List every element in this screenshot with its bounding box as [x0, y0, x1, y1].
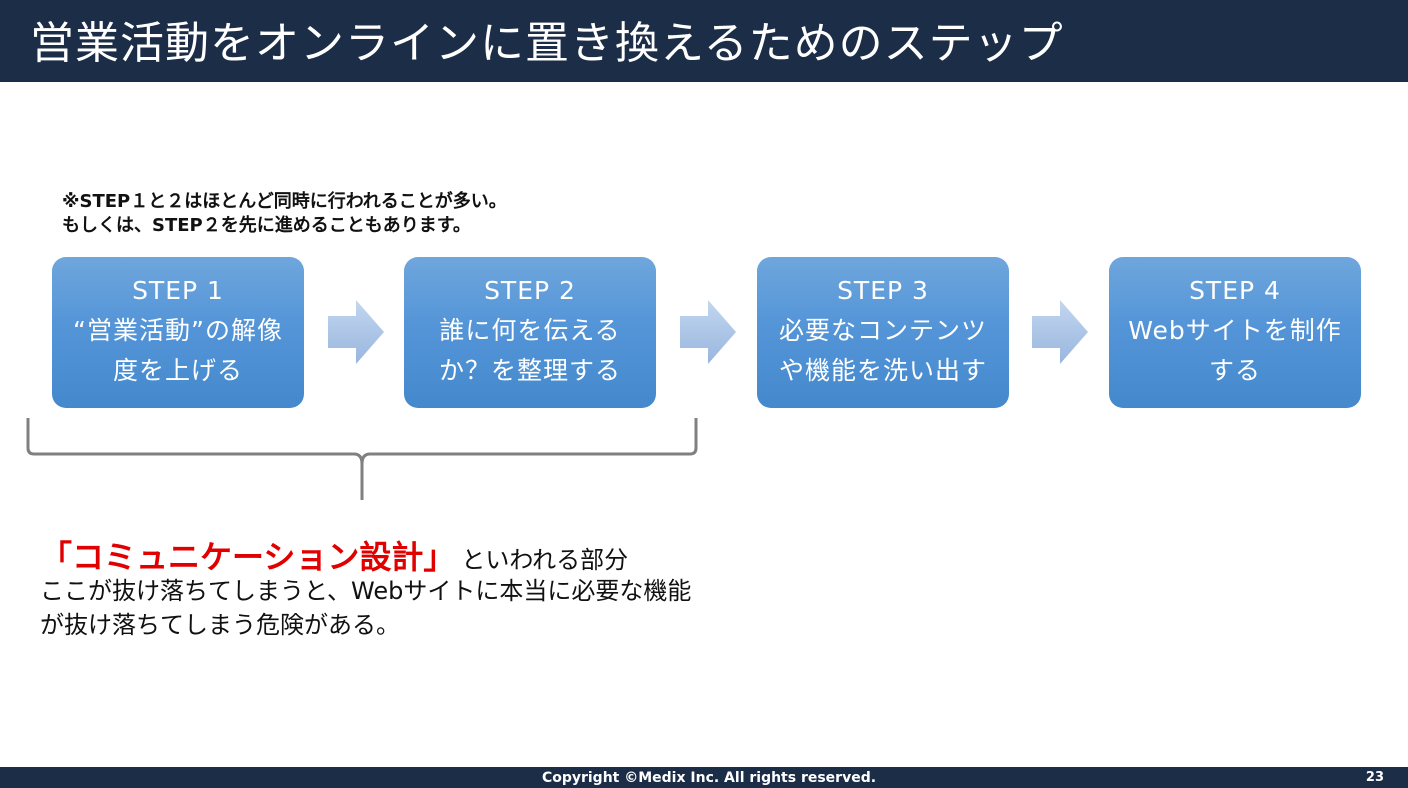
- step-text-line: 必要なコンテンツ: [778, 316, 987, 345]
- step-label: STEP 2: [484, 276, 576, 305]
- page-title: 営業活動をオンラインに置き換えるためのステップ: [30, 18, 1064, 69]
- note-line-1: ※STEP１と２はほとんど同時に行われることが多い。: [62, 191, 507, 212]
- footer-bar: Copyright ©Medix Inc. All rights reserve…: [0, 767, 1408, 788]
- step-note: ※STEP１と２はほとんど同時に行われることが多い。 もしくは、STEP２を先に…: [62, 190, 507, 238]
- arrow-right-icon: [680, 300, 736, 364]
- callout-heading: 「コミュニケーション設計」といわれる部分: [40, 532, 628, 578]
- step-box-2: STEP 2 誰に何を伝える か？を整理する: [404, 257, 656, 408]
- description-line-1: ここが抜け落ちてしまうと、Webサイトに本当に必要な機能: [40, 577, 692, 605]
- description-line-2: が抜け落ちてしまう危険がある。: [40, 611, 400, 639]
- step-text-line: する: [1208, 356, 1261, 385]
- step-label: STEP 4: [1189, 276, 1281, 305]
- curly-brace-icon: [26, 418, 698, 500]
- note-line-2: もしくは、STEP２を先に進めることもあります。: [62, 215, 471, 236]
- callout-description: ここが抜け落ちてしまうと、Webサイトに本当に必要な機能 が抜け落ちてしまう危険…: [40, 574, 691, 642]
- communication-design-highlight: 「コミュニケーション設計」: [40, 538, 456, 576]
- step-box-1: STEP 1 “営業活動”の解像 度を上げる: [52, 257, 304, 408]
- step-text-line: か？を整理する: [438, 356, 621, 385]
- step-box-4: STEP 4 Webサイトを制作 する: [1109, 257, 1361, 408]
- title-bar: 営業活動をオンラインに置き換えるためのステップ: [0, 0, 1408, 82]
- step-text-line: “営業活動”の解像: [73, 316, 283, 345]
- arrow-right-icon: [1032, 300, 1088, 364]
- page-number: 23: [1365, 770, 1384, 785]
- step-text-line: Webサイトを制作: [1128, 316, 1342, 345]
- callout-suffix: といわれる部分: [461, 546, 629, 574]
- step-text-line: や機能を洗い出す: [778, 356, 987, 385]
- arrow-right-icon: [328, 300, 384, 364]
- copyright-text: Copyright ©Medix Inc. All rights reserve…: [541, 770, 877, 786]
- step-label: STEP 3: [837, 276, 929, 305]
- step-box-3: STEP 3 必要なコンテンツ や機能を洗い出す: [757, 257, 1009, 408]
- step-text-line: 誰に何を伝える: [439, 316, 621, 345]
- step-text-line: 度を上げる: [112, 356, 243, 385]
- step-label: STEP 1: [132, 276, 224, 305]
